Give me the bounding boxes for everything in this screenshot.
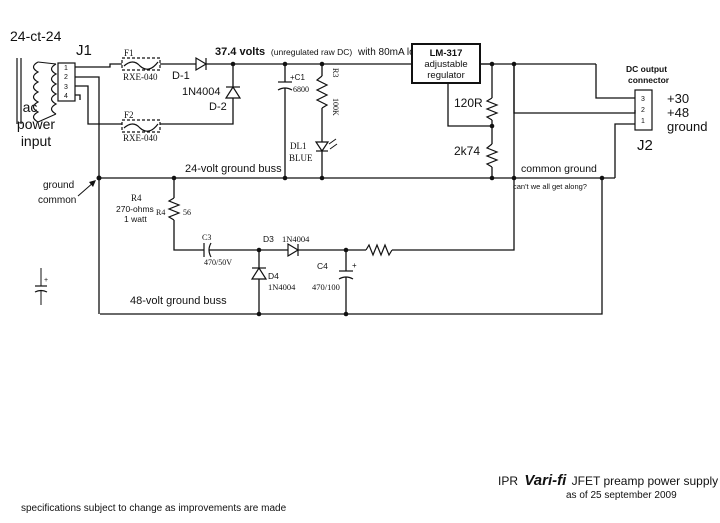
j2-pin-1: 1	[641, 118, 645, 125]
j2-label-plus48: +48	[667, 105, 689, 120]
d1-ref: D-1	[172, 70, 190, 82]
footer-note: specifications subject to change as impr…	[21, 503, 287, 514]
c3-ref: C3	[202, 233, 211, 242]
f1-part: RXE-040	[123, 72, 158, 82]
diode-d2	[160, 64, 242, 125]
junction-d4-bus	[256, 311, 262, 317]
transformer-rating: 24-ct-24	[10, 28, 62, 44]
c3-value: 470/50V	[204, 258, 232, 267]
junction-led-bus	[319, 175, 325, 181]
input-label: input	[21, 133, 51, 149]
diode-d3	[259, 242, 366, 258]
j1-pin-4: 4	[64, 93, 68, 100]
j2-pin-2: 2	[641, 107, 645, 114]
svg-text:+: +	[352, 261, 357, 270]
fuse-f1	[121, 57, 161, 71]
c1-ref: +C1	[290, 73, 305, 82]
d4-part: 1N4004	[268, 282, 296, 292]
led-dl1	[314, 138, 338, 178]
lm317-regulator	[411, 43, 481, 84]
r-upper-value: 120R	[454, 96, 483, 110]
led-ref: DL1	[290, 141, 307, 151]
junction-c1-bus	[282, 175, 288, 181]
j1-pin-2: 2	[64, 74, 68, 81]
c1-value: 6800	[293, 85, 309, 94]
capacitor-c3	[203, 242, 259, 258]
capacitor-c4: +	[338, 250, 357, 314]
footer-date: as of 25 september 2009	[566, 490, 677, 501]
transformer-symbol	[16, 58, 58, 124]
d4-ref: D4	[268, 271, 279, 281]
capacitor-legend-symbol: +	[34, 268, 48, 305]
junction-j2-48	[511, 61, 517, 67]
ground-common-label-1: ground	[43, 180, 74, 191]
j2-pin-3: 3	[641, 96, 645, 103]
resistor-48v-feed	[365, 178, 515, 257]
footer-title: IPR Vari-fi JFET preamp power supply	[498, 472, 718, 489]
d3-ref: D3	[263, 234, 274, 244]
common-ground-note: can't we all get along?	[513, 182, 587, 191]
junction-reg-out	[489, 61, 495, 67]
r4-power: 1 watt	[124, 214, 147, 224]
r3-value: 100K	[331, 98, 340, 116]
d3-part: 1N4004	[282, 234, 310, 244]
junction-r-bus	[489, 175, 495, 181]
fuse-f2	[121, 119, 161, 133]
j2-wiring	[100, 64, 636, 315]
raw-dc-rail	[160, 56, 596, 72]
resistor-r3	[315, 64, 329, 142]
d2-ref: D-2	[209, 101, 227, 113]
f2-part: RXE-040	[123, 133, 158, 143]
raw-dc-note: 37.4 volts (unregulated raw DC) with 80m…	[215, 46, 426, 58]
j1-wiring	[75, 63, 122, 178]
junction-c1	[282, 61, 288, 67]
junction-c4-bus	[343, 311, 349, 317]
regulator-type: adjustable	[424, 59, 467, 70]
bus-24v-label: 24-volt ground buss	[185, 163, 282, 175]
capacitor-c1	[277, 64, 293, 178]
diode-d4	[250, 250, 268, 314]
j1-ref: J1	[76, 42, 92, 59]
j2-title-2: connector	[628, 75, 670, 85]
r-lower-value: 2k74	[454, 144, 480, 158]
r4-value2: 56	[183, 208, 191, 217]
j2-ref: J2	[637, 137, 653, 154]
d1-part: 1N4004	[182, 86, 221, 98]
resistor-r4	[167, 178, 204, 251]
f2-ref: F2	[124, 110, 134, 120]
regulator-name: LM-317	[430, 48, 463, 59]
f1-ref: F1	[124, 48, 134, 58]
r4-ref2: R4	[156, 208, 165, 217]
r4-ref: R4	[131, 193, 142, 203]
ground-common-arrow	[77, 180, 96, 197]
j2-title-1: DC output	[626, 64, 667, 74]
j2-label-ground: ground	[667, 119, 707, 134]
ground-common-label-2: common	[38, 195, 76, 206]
c4-value: 470/100	[312, 282, 340, 292]
junction-common-right	[599, 175, 605, 181]
j2-label-plus30: +30	[667, 91, 689, 106]
j1-pin-1: 1	[64, 65, 68, 72]
regulator-word: regulator	[427, 70, 465, 81]
regulator-output	[447, 63, 499, 178]
svg-text:+: +	[44, 277, 48, 284]
r3-ref: R3	[331, 68, 340, 77]
ac-label: ac	[23, 99, 38, 115]
r4-value: 270-ohms	[116, 204, 154, 214]
junction-d1-d2	[230, 61, 236, 67]
common-ground-label: common ground	[521, 163, 597, 175]
j1-connector-body	[57, 62, 76, 102]
junction-c4-top	[343, 247, 349, 253]
led-color: BLUE	[289, 153, 313, 163]
power-label: power	[17, 116, 55, 132]
bus-48v-label: 48-volt ground buss	[130, 295, 227, 307]
j1-pin-3: 3	[64, 84, 68, 91]
junction-r3	[319, 61, 325, 67]
junction-adj	[489, 123, 495, 129]
c4-ref: C4	[317, 261, 328, 271]
junction-r4	[171, 175, 177, 181]
